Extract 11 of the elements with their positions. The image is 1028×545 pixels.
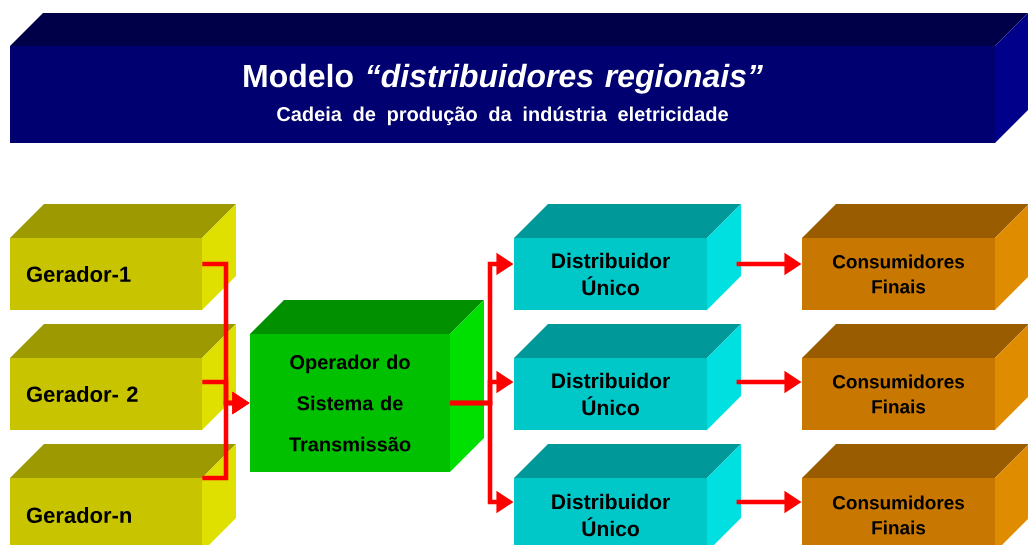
consumer-block: Consumidores Finais: [802, 444, 1028, 545]
consumer-block: Consumidores Finais: [802, 204, 1028, 310]
distributor-block: Distribuidor Único: [514, 204, 741, 310]
distributor-block: Distribuidor Único: [514, 324, 741, 430]
generator-block: Gerador-n: [10, 444, 236, 545]
consumer-block: Consumidores Finais: [802, 324, 1028, 430]
title-banner: Modelo “distribuidores regionais” Cadeia de produção da indústria eletricidade: [10, 13, 1028, 143]
generator-block: Gerador- 2: [10, 324, 236, 430]
generator-block: Gerador-1: [10, 204, 236, 310]
distributor-block: Distribuidor Único: [514, 444, 741, 545]
operator-block: Operador do Sistema de Transmissão: [250, 300, 484, 472]
